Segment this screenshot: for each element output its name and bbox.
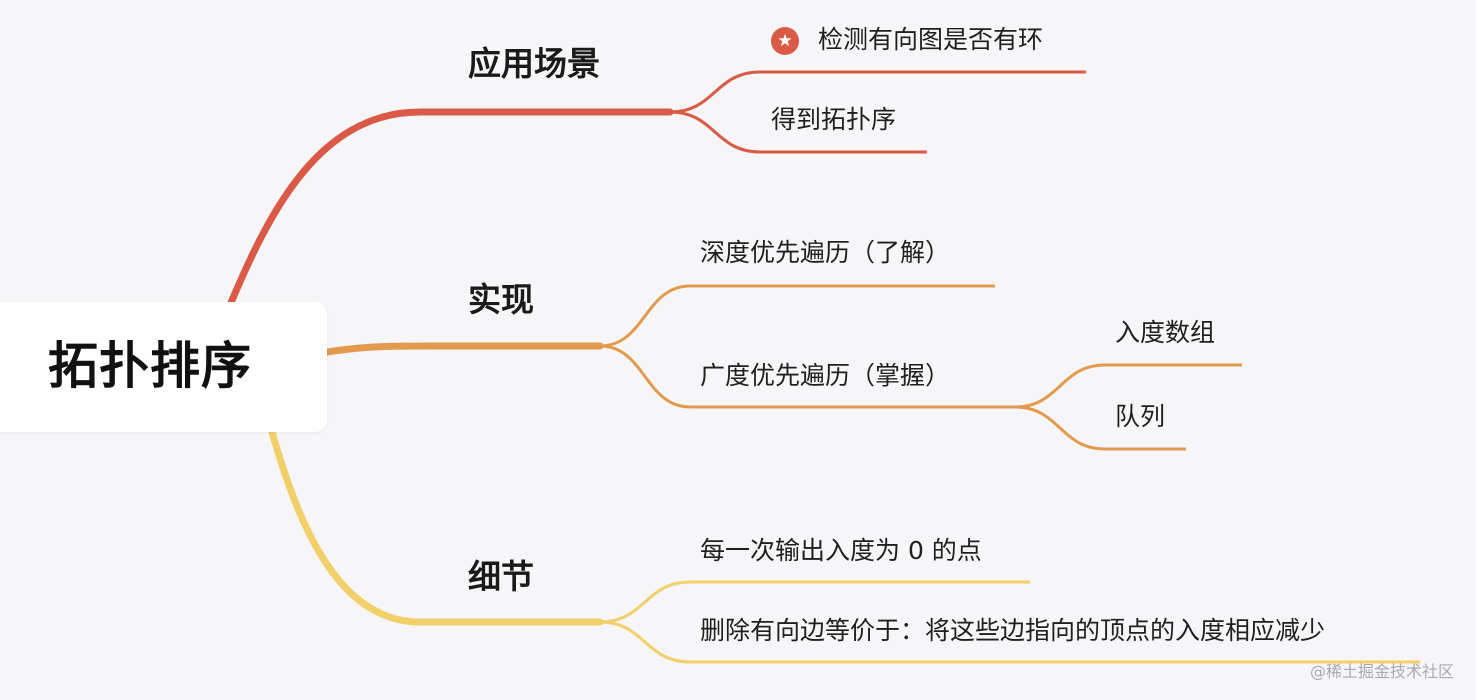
edge-branch-2-leaf-2 (599, 344, 1015, 409)
edge-subleaf-1 (1014, 363, 1242, 409)
edge-branch-3-leaf-2 (599, 620, 1420, 664)
branch-label-application[interactable]: 应用场景 (468, 44, 600, 83)
leaf-output-zero-indegree[interactable]: 每一次输出入度为 0 的点 (700, 536, 982, 565)
edge-branch-1-leaf-1 (669, 70, 1086, 114)
edge-subleaf-2 (1014, 405, 1186, 451)
edge-branch-1-leaf-2 (669, 110, 927, 154)
leaf-detect-cycle[interactable]: 检测有向图是否有环 (818, 25, 1044, 54)
leaf-remove-edges[interactable]: 删除有向边等价于：将这些边指向的顶点的入度相应减少 (700, 616, 1326, 645)
edge-root-branch-3 (268, 428, 604, 626)
branch-label-implementation[interactable]: 实现 (468, 280, 534, 319)
edge-root-branch-1 (226, 108, 674, 309)
edge-root-branch-2 (323, 342, 604, 356)
edge-branch-3-leaf-1 (599, 580, 1030, 624)
leaf-indegree-array[interactable]: 入度数组 (1115, 318, 1216, 347)
star-icon: ★ (771, 27, 799, 55)
branch-label-details[interactable]: 细节 (468, 557, 534, 596)
root-label: 拓扑排序 (48, 337, 252, 395)
leaf-bfs[interactable]: 广度优先遍历（掌握） (700, 361, 951, 390)
watermark: @稀土掘金技术社区 (1309, 662, 1454, 681)
leaf-queue[interactable]: 队列 (1115, 402, 1166, 431)
leaf-topo-order[interactable]: 得到拓扑序 (771, 105, 897, 134)
edge-branch-2-leaf-1 (599, 284, 995, 348)
root-node[interactable] (0, 302, 327, 432)
leaf-dfs[interactable]: 深度优先遍历（了解） (700, 238, 951, 267)
